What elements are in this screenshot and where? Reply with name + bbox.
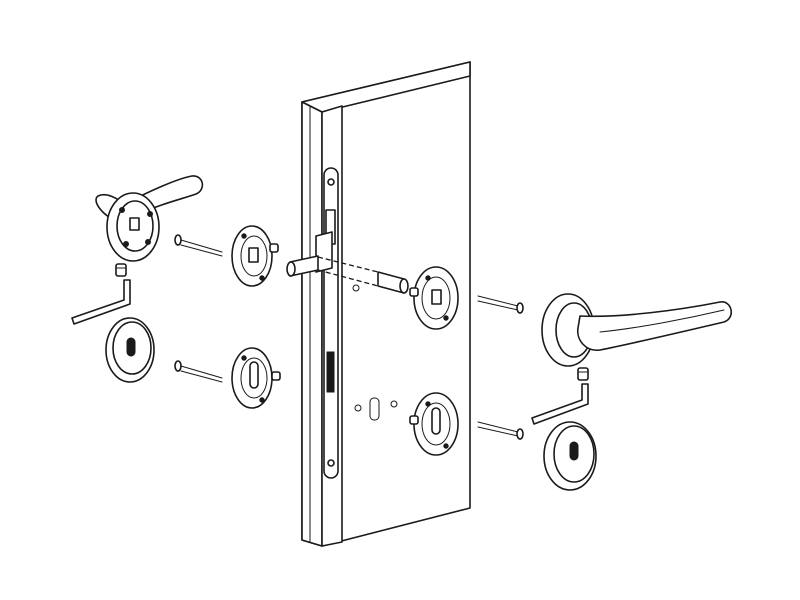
spindle-end-face	[286, 261, 296, 277]
screw-right-upper-shank-bottom	[477, 300, 519, 311]
rose-right-upper-inner	[421, 276, 451, 320]
spindle-hidden-top	[317, 256, 379, 273]
grub-screw-right-group	[577, 367, 589, 381]
screw-left-lower	[174, 360, 223, 383]
rose-right-upper-post	[409, 287, 419, 297]
screw-right-lower-head	[516, 428, 524, 440]
forend-screw-top	[327, 178, 335, 186]
rose-left-lower	[231, 347, 281, 409]
screw-right-lower-shank-top	[477, 421, 519, 433]
lever-handle-right	[541, 293, 732, 367]
rose-backplate	[231, 225, 459, 456]
rose-left-upper-inner	[240, 235, 268, 277]
screw-left-upper-shank-top	[180, 239, 223, 253]
escutcheon-cover-right	[543, 421, 597, 491]
rose-left-lower-keyslot	[249, 361, 259, 389]
rose-right-upper-hole-1	[425, 275, 431, 281]
rose-left-upper-post	[269, 243, 279, 253]
rose-right-lower-keyslot	[431, 407, 441, 435]
rose-clip-1	[119, 207, 125, 213]
screw-left-upper-head	[174, 234, 182, 246]
rose-left-lower-hole-1	[241, 355, 247, 361]
escutcheon-keyhole-right	[569, 441, 579, 461]
grub-screw	[115, 263, 127, 277]
screw-right-lower-shank-bottom	[477, 426, 519, 437]
rose-right-upper	[409, 266, 459, 330]
screw-left-upper	[174, 234, 223, 257]
rose-right-lower	[409, 392, 459, 456]
rose-right-lower-hole-1	[425, 401, 431, 407]
deadbolt-opening	[326, 351, 335, 393]
rose-left-lower-hole-2	[259, 397, 265, 403]
door-hole-right	[390, 400, 398, 408]
forend-screw-bottom	[327, 459, 335, 467]
fixing-screw	[174, 234, 524, 440]
rose-clip-2	[147, 211, 153, 217]
rose-left-lower-post	[271, 371, 281, 381]
door-spindle-hole	[352, 284, 360, 292]
door-keyhole-cutout	[369, 397, 380, 421]
door-side-edge	[301, 101, 323, 547]
screw-left-lower-shank-bottom	[180, 370, 223, 383]
grub-screw-left	[115, 263, 127, 277]
rose-right-upper-square	[431, 289, 442, 305]
rose-right-upper-hole-2	[443, 315, 449, 321]
screw-left-upper-shank-bottom	[180, 244, 223, 257]
mortice-lock	[315, 167, 398, 479]
screw-left-lower-head	[174, 360, 182, 372]
screw-right-lower	[477, 421, 524, 440]
rose-left-upper-hole-2	[259, 275, 265, 281]
screw-left-lower-shank-top	[180, 365, 223, 379]
allen-key-left	[71, 279, 131, 325]
rose-left-upper-square	[248, 247, 259, 263]
rose-right-lower-hole-2	[443, 443, 449, 449]
allen-key	[71, 279, 131, 325]
allen-key-right	[531, 383, 589, 425]
rose-clip-3	[123, 241, 129, 247]
spindle	[286, 255, 409, 294]
rose-left-upper-hole-1	[241, 233, 247, 239]
spindle-hidden-bottom	[317, 269, 379, 287]
rose-right-lower-post	[409, 415, 419, 425]
allen-key-right-group	[531, 383, 589, 425]
rose-left-upper	[231, 225, 279, 287]
escutcheon-keyhole-left	[126, 337, 136, 357]
lever-handle-left	[95, 175, 204, 262]
screw-right-upper-head	[516, 302, 524, 314]
escutcheon-cover-left	[105, 317, 155, 383]
lever-square-hole-left	[129, 217, 140, 231]
rose-clip-4	[145, 239, 151, 245]
lever-arm-right	[576, 301, 732, 351]
rose-left-lower-inner	[240, 357, 268, 399]
spindle-end-face-right	[399, 278, 409, 294]
door-hole-left	[354, 404, 362, 412]
screw-right-upper	[477, 295, 524, 314]
lever-arm-right-edge	[599, 309, 725, 333]
screw-right-upper-shank-top	[477, 295, 519, 307]
rose-right-lower-inner	[421, 402, 451, 446]
grub-screw-right	[577, 367, 589, 381]
